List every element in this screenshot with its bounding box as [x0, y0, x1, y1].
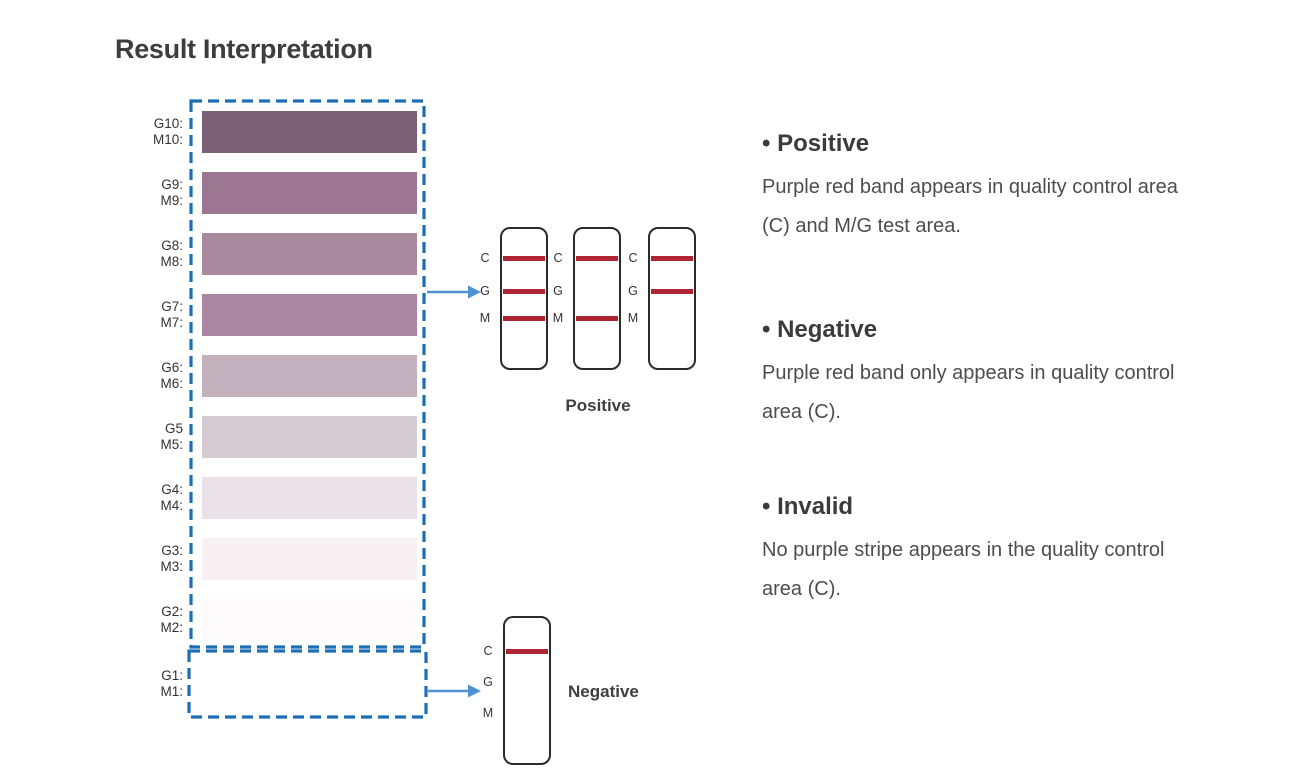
- gradient-row-label: G3:M3:: [126, 543, 183, 575]
- positive-test-strip: [500, 227, 548, 370]
- g-level-label: G9:: [161, 177, 183, 192]
- g-level-label: G10:: [153, 116, 183, 131]
- legend-section-invalid: • Invalid No purple stripe appears in th…: [762, 492, 1182, 609]
- legend-body-negative: Purple red band only appears in quality …: [762, 362, 1175, 423]
- c-band: [576, 256, 618, 261]
- g-level-label: G8:: [161, 238, 183, 253]
- zone-label-g: G: [483, 675, 493, 689]
- c-band: [651, 256, 693, 261]
- zone-label-c: C: [483, 644, 493, 658]
- arrow-to-positive-strips: [427, 285, 481, 299]
- g-band: [503, 289, 545, 294]
- color-swatch: [202, 233, 417, 275]
- m-level-label: M10:: [152, 132, 183, 147]
- color-swatch: [202, 416, 417, 458]
- gradient-row-label: G6:M6:: [126, 360, 183, 392]
- zone-label-g: G: [480, 284, 490, 298]
- m-level-label: M3:: [160, 559, 183, 574]
- zone-label-m: M: [479, 311, 491, 325]
- legend-title-positive: • Positive: [762, 130, 870, 157]
- negative-test-strip: [503, 616, 551, 765]
- legend-body-invalid: No purple stripe appears in the quality …: [762, 539, 1165, 600]
- gradient-row-label: G10:M10:: [126, 116, 183, 148]
- g-level-label: G2:: [161, 604, 183, 619]
- legend-title-invalid: • Invalid: [762, 493, 854, 520]
- gradient-row-label: G2:M2:: [126, 604, 183, 636]
- zone-label-c: C: [628, 251, 638, 265]
- zone-label-c: C: [480, 251, 490, 265]
- color-swatch: [202, 172, 417, 214]
- g-level-label: G7:: [161, 299, 183, 314]
- arrow-to-negative-strip: [428, 684, 481, 698]
- legend-section-negative: • Negative Purple red band only appears …: [762, 315, 1182, 432]
- color-swatch: [202, 663, 417, 705]
- g-level-label: G6:: [161, 360, 183, 375]
- m-level-label: M7:: [160, 315, 183, 330]
- legend-section-positive: • Positive Purple red band appears in qu…: [762, 129, 1182, 246]
- g-level-label: G4:: [161, 482, 183, 497]
- page-title: Result Interpretation: [115, 34, 373, 64]
- gradient-row-label: G9:M9:: [126, 177, 183, 209]
- zone-label-m: M: [482, 706, 494, 720]
- zone-label-g: G: [628, 284, 638, 298]
- zone-label-m: M: [627, 311, 639, 325]
- positive-strips-caption: Positive: [565, 396, 631, 415]
- color-swatch: [202, 355, 417, 397]
- m-level-label: M5:: [160, 437, 183, 452]
- color-swatch: [202, 294, 417, 336]
- negative-strip-caption: Negative: [568, 682, 639, 701]
- zone-label-m: M: [552, 311, 564, 325]
- color-swatch: [202, 538, 417, 580]
- m-level-label: M8:: [160, 254, 183, 269]
- legend-title-negative: • Negative: [762, 316, 878, 343]
- c-band: [506, 649, 548, 654]
- g-level-label: G3:: [161, 543, 183, 558]
- color-swatch: [202, 599, 417, 641]
- c-band: [503, 256, 545, 261]
- gradient-row-label: G1:M1:: [126, 668, 183, 700]
- m-level-label: M9:: [160, 193, 183, 208]
- g-level-label: G5: [164, 421, 183, 436]
- m-level-label: M2:: [160, 620, 183, 635]
- color-swatch: [202, 111, 417, 153]
- legend-body-positive: Purple red band appears in quality contr…: [762, 176, 1178, 237]
- zone-label-g: G: [553, 284, 563, 298]
- positive-test-strip: [573, 227, 621, 370]
- g-band: [651, 289, 693, 294]
- m-level-label: M4:: [160, 498, 183, 513]
- m-level-label: M1:: [160, 684, 183, 699]
- m-band: [576, 316, 618, 321]
- gradient-row-label: G4:M4:: [126, 482, 183, 514]
- zone-label-c: C: [553, 251, 563, 265]
- m-band: [503, 316, 545, 321]
- positive-test-strip: [648, 227, 696, 370]
- gradient-row-label: G7:M7:: [126, 299, 183, 331]
- gradient-row-label: G8:M8:: [126, 238, 183, 270]
- color-swatch: [202, 477, 417, 519]
- m-level-label: M6:: [160, 376, 183, 391]
- g-level-label: G1:: [161, 668, 183, 683]
